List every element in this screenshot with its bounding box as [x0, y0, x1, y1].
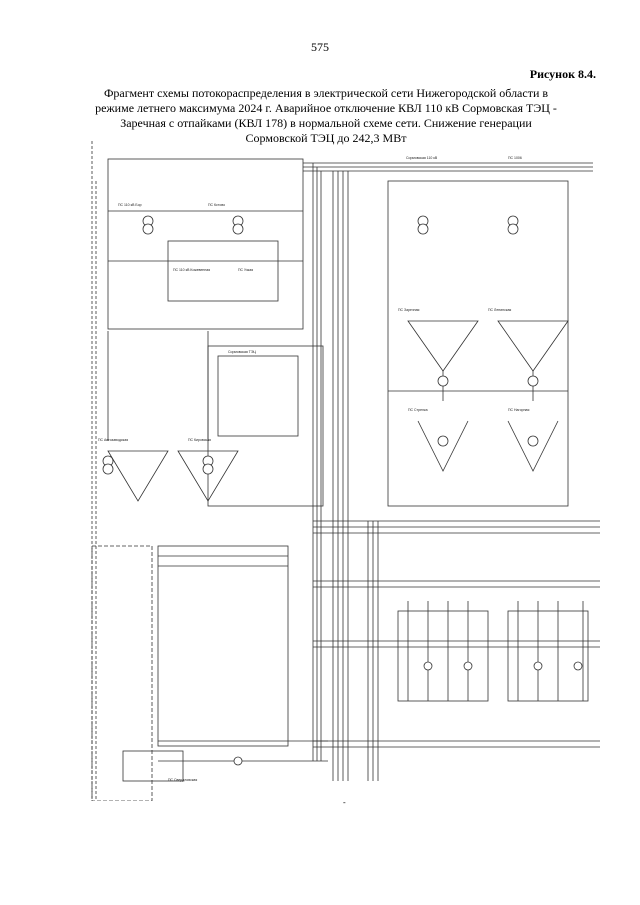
- bottom-mark: -: [343, 798, 346, 807]
- power-flow-schematic: Сормовская 110 кВ ПС 1006 ПС 110 кВ Бор …: [91, 141, 600, 801]
- label-l12: ПС Свердловская: [168, 778, 197, 782]
- page-number: 575: [311, 40, 329, 54]
- label-l10: ПС Автозаводская: [98, 438, 128, 442]
- label-top-b: ПС 1006: [508, 156, 522, 160]
- power-flow-diagram: Сормовская 110 кВ ПС 1006 ПС 110 кВ Бор …: [88, 141, 600, 801]
- label-l5: Сормовская ТЭЦ: [228, 350, 256, 354]
- label-l6: ПС Заречная: [398, 308, 420, 312]
- label-l2: ПС Кстово: [208, 203, 225, 207]
- label-l1: ПС 110 кВ Бор: [118, 203, 142, 207]
- figure-label: Рисунок 8.4.: [529, 67, 596, 81]
- label-l11: ПС Кировская: [188, 438, 211, 442]
- figure-caption: Фрагмент схемы потокораспределения в эле…: [95, 86, 557, 145]
- label-l3: ПС 110 кВ Кожевенная: [173, 268, 210, 272]
- label-l9: ПС Нагорная: [508, 408, 529, 412]
- label-top-a: Сормовская 110 кВ: [406, 156, 438, 160]
- label-l4: ПС Узкая: [238, 268, 253, 272]
- label-l8: ПС Стрелка: [408, 408, 428, 412]
- label-l7: ПС Ленинская: [488, 308, 511, 312]
